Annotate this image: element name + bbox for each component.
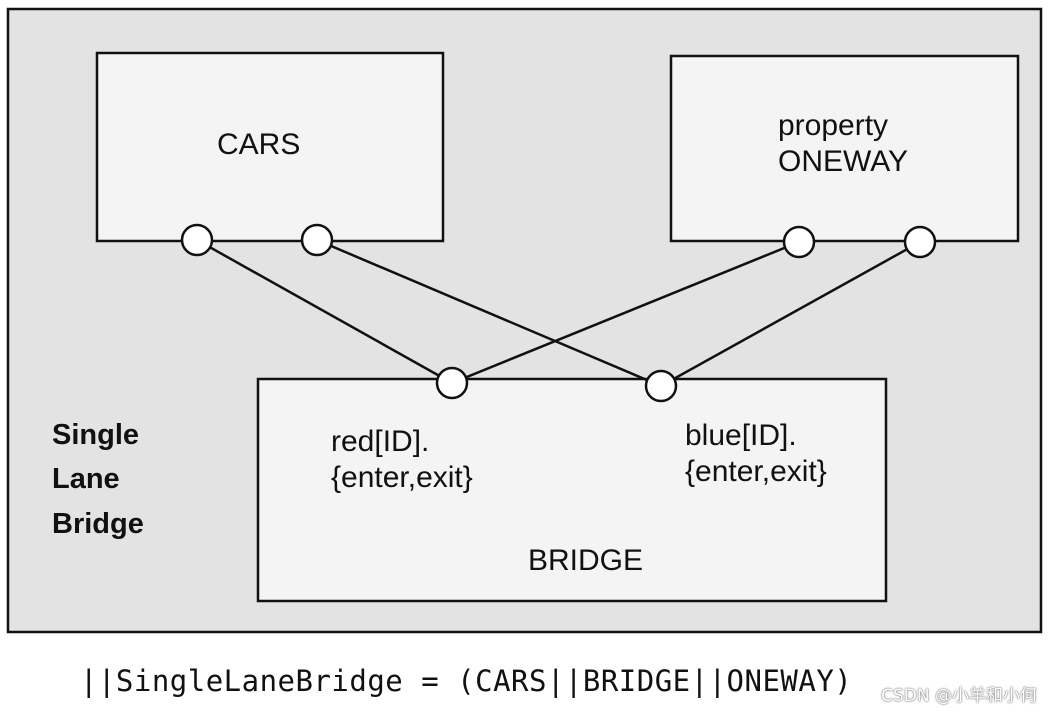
link-oneway-blue — [660, 240, 921, 388]
bridge-port-blue — [644, 369, 678, 403]
composite-label-line2: Lane — [52, 463, 120, 495]
link-cars-red — [196, 238, 453, 385]
oneway-port-left — [782, 225, 816, 259]
red-port-label-line1: red[ID]. — [331, 425, 429, 458]
red-port-label-line2: {enter,exit} — [331, 461, 473, 494]
oneway-port-right — [903, 225, 937, 259]
bridge-label: BRIDGE — [528, 544, 643, 577]
link-cars-blue — [316, 238, 662, 388]
composite-label-line3: Bridge — [52, 508, 144, 540]
composite-label-line1: Single — [52, 419, 139, 451]
cars-port-left — [180, 223, 214, 257]
bridge-process-box — [256, 377, 888, 603]
blue-port-label-line1: blue[ID]. — [685, 419, 797, 452]
cars-process-box — [95, 51, 445, 243]
oneway-label-line1: property — [778, 109, 888, 142]
bridge-port-red — [435, 366, 469, 400]
cars-label: CARS — [217, 128, 300, 161]
cars-port-right — [300, 223, 334, 257]
blue-port-label-line2: {enter,exit} — [685, 455, 827, 488]
watermark: CSDN @小羊和小何 — [881, 686, 1037, 706]
composition-expression: ||SingleLaneBridge = (CARS||BRIDGE||ONEW… — [80, 664, 853, 698]
link-oneway-red — [451, 240, 800, 385]
oneway-property-box — [669, 54, 1020, 243]
oneway-label-line2: ONEWAY — [778, 145, 908, 178]
